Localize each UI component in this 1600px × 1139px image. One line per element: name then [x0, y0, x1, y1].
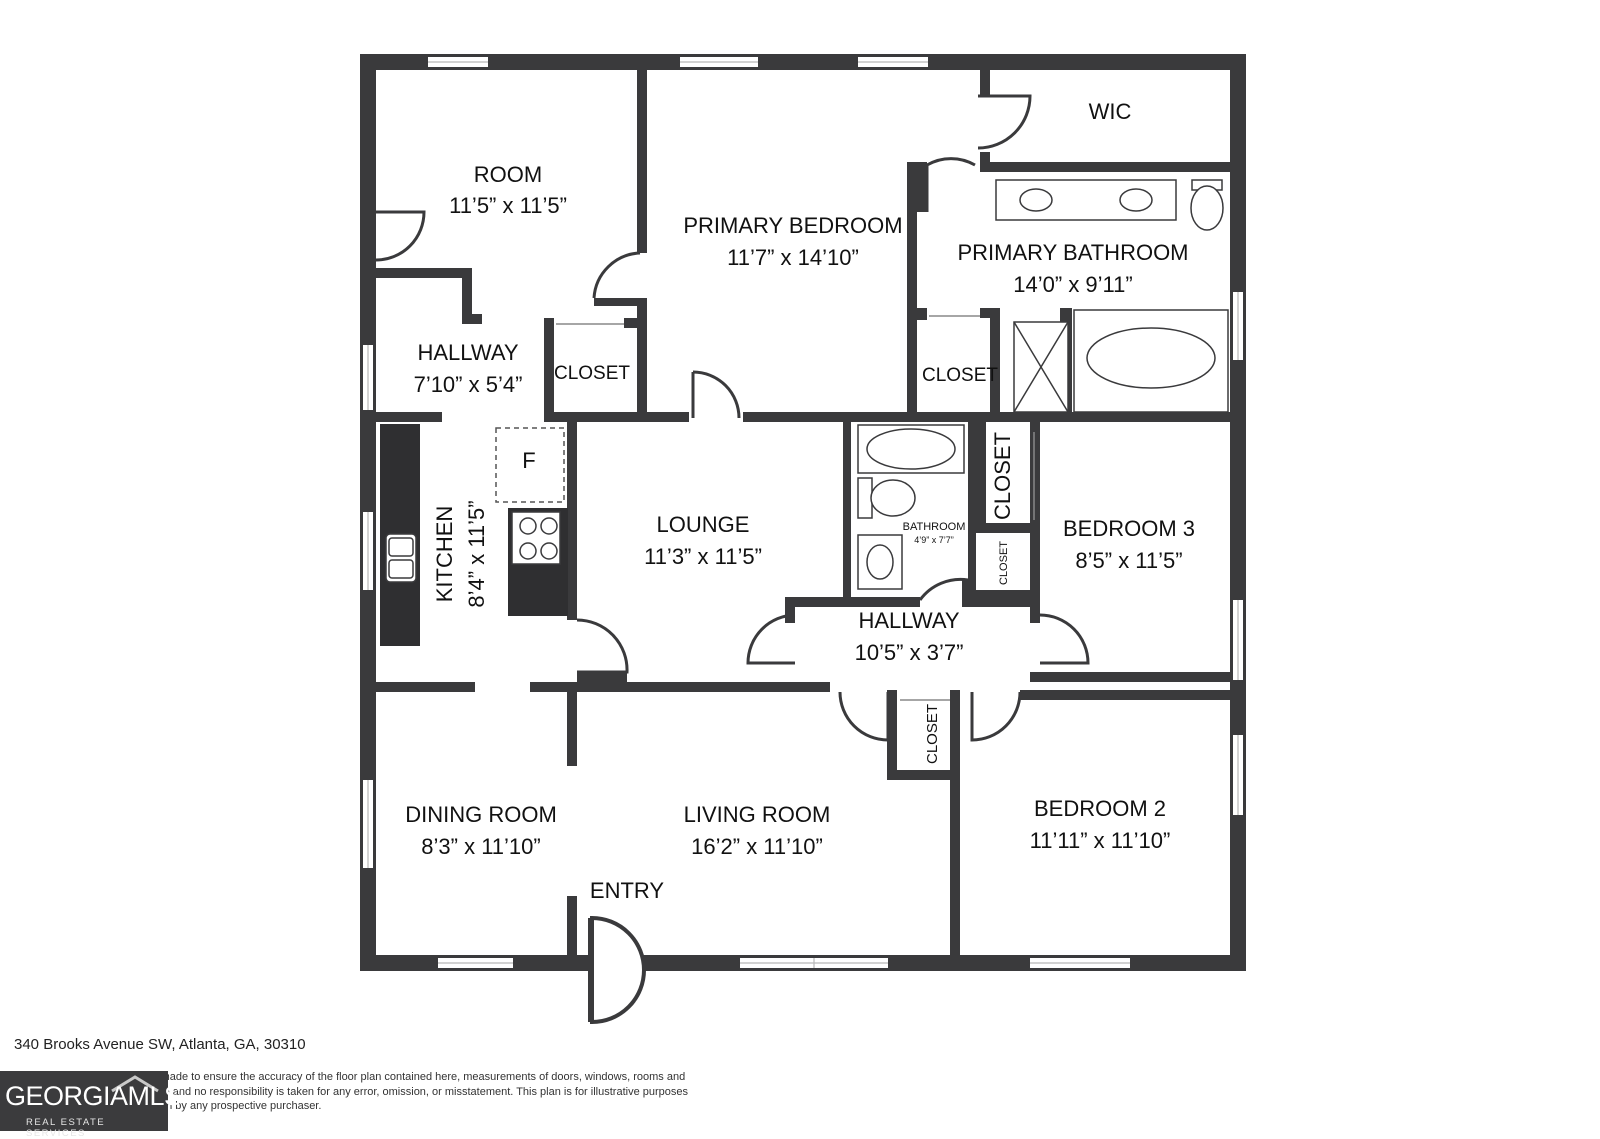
bathroom-name: BATHROOM: [903, 521, 966, 533]
primary-bedroom-name: PRIMARY BEDROOM: [683, 213, 902, 238]
closet-label: CLOSET: [554, 363, 630, 384]
room-dims: 11’5” x 11’5”: [449, 193, 567, 218]
dining-room-dims: 8’3” x 11’10”: [421, 834, 540, 859]
logo-main-text: GEORGIAMLS: [5, 1081, 182, 1111]
lounge-name: LOUNGE: [657, 512, 750, 537]
primary-bedroom-dims: 11’7” x 14’10”: [727, 245, 859, 270]
hallway-mid-dims: 10’5” x 3’7”: [855, 640, 964, 665]
kitchen-dims: 8’4” x 11’5”: [464, 500, 489, 607]
dining-room-name: DINING ROOM: [405, 802, 557, 827]
primary-bathroom-name: PRIMARY BATHROOM: [957, 240, 1188, 265]
primary-bathroom-dims: 14’0” x 9’11”: [1013, 272, 1132, 297]
closet-label: CLOSET: [924, 704, 941, 764]
doors: [375, 94, 1090, 1025]
interior-walls: [360, 66, 1246, 970]
property-address: 340 Brooks Avenue SW, Atlanta, GA, 30310: [14, 1036, 306, 1053]
roof-icon: [111, 1075, 159, 1093]
closet-label: CLOSET: [990, 432, 1015, 520]
lounge-dims: 11’3” x 11’5”: [644, 544, 762, 569]
bathroom-dims: 4’9” x 7’7”: [914, 535, 954, 545]
room-labels: ROOM 11’5” x 11’5” PRIMARY BEDROOM 11’7”…: [405, 99, 1195, 903]
wic-label: WIC: [1089, 99, 1132, 124]
windows: [363, 57, 1243, 968]
living-room-dims: 16’2” x 11’10”: [691, 834, 823, 859]
kitchen-name: KITCHEN: [432, 506, 457, 603]
bedroom2-name: BEDROOM 2: [1034, 796, 1166, 821]
bedroom3-name: BEDROOM 3: [1063, 516, 1195, 541]
closet-label: CLOSET: [998, 541, 1010, 585]
living-room-name: LIVING ROOM: [684, 802, 831, 827]
entry-label: ENTRY: [590, 878, 664, 903]
room-name: ROOM: [474, 162, 542, 187]
hallway-top-name: HALLWAY: [417, 340, 518, 365]
logo-sub-text: REAL ESTATE SERVICES: [26, 1117, 106, 1139]
bedroom2-dims: 11’11” x 11’10”: [1030, 828, 1171, 853]
georgia-mls-logo: GEORGIAMLS REAL ESTATE SERVICES: [0, 1071, 182, 1139]
hallway-top-dims: 7’10” x 5’4”: [414, 372, 523, 397]
bedroom3-dims: 8’5” x 11’5”: [1075, 548, 1182, 573]
closet-label: CLOSET: [922, 365, 998, 386]
hallway-mid-name: HALLWAY: [858, 608, 959, 633]
fridge-label: F: [522, 448, 535, 473]
fixtures: [380, 179, 1229, 701]
